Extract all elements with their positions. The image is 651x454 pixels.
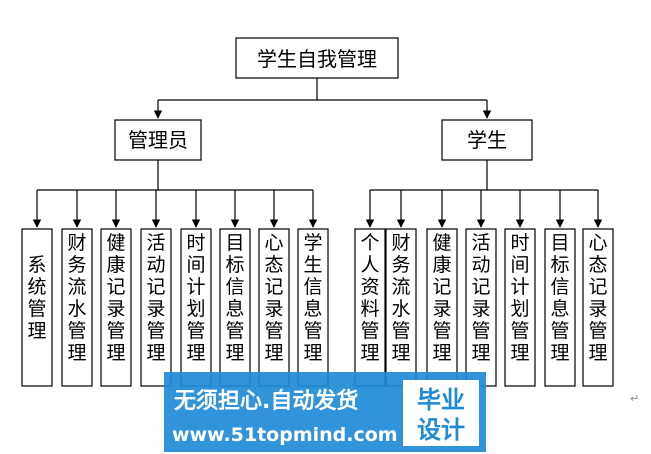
leaf-label: 系统管理 (27, 254, 46, 342)
leaf-node-admin-6: 心态记录管理 (258, 228, 290, 387)
leaf-node-student-6: 心态记录管理 (582, 228, 614, 387)
leaf-node-student-1: 财务流水管理 (385, 228, 417, 387)
leaf-label: 学生信息管理 (303, 232, 322, 364)
leaf-box (61, 228, 93, 387)
leaf-box (504, 228, 536, 387)
leaf-label: 财务流水管理 (391, 232, 410, 364)
leaf-label: 时间计划管理 (186, 232, 205, 364)
leaf-box (258, 228, 290, 387)
leaf-node-admin-0: 系统管理 (21, 228, 53, 387)
leaf-box (21, 228, 53, 387)
leaf-box (219, 228, 251, 387)
leaf-label: 健康记录管理 (432, 232, 451, 364)
branch-node-admin: 管理员 (114, 119, 202, 161)
connector-lines (32, 78, 603, 228)
leaf-box (140, 228, 172, 387)
root-label: 学生自我管理 (257, 47, 377, 71)
leaf-node-student-0: 个人资料管理 (354, 228, 386, 387)
branch-node-student: 学生 (441, 119, 533, 161)
paragraph-mark: ↵ (630, 392, 640, 405)
leaf-box (544, 228, 576, 387)
leaf-box (297, 228, 329, 387)
branch-label-admin: 管理员 (128, 128, 188, 152)
branch-label-student: 学生 (467, 128, 507, 152)
leaf-node-admin-4: 时间计划管理 (180, 228, 212, 387)
leaf-node-admin-1: 财务流水管理 (61, 228, 93, 387)
leaf-label: 目标信息管理 (225, 232, 244, 364)
leaf-node-student-5: 目标信息管理 (544, 228, 576, 387)
leaf-box (465, 228, 497, 387)
leaf-box (582, 228, 614, 387)
leaf-node-admin-2: 健康记录管理 (100, 228, 132, 387)
watermark-badge-line2: 设计 (417, 416, 465, 444)
leaf-node-student-3: 活动记录管理 (465, 228, 497, 387)
leaf-node-admin-5: 目标信息管理 (219, 228, 251, 387)
watermark-line2: www.51topmind.com (172, 424, 398, 446)
leaf-nodes: 系统管理财务流水管理健康记录管理活动记录管理时间计划管理目标信息管理心态记录管理… (21, 228, 614, 387)
leaf-label: 财务流水管理 (67, 232, 86, 364)
leaf-label: 目标信息管理 (550, 232, 569, 364)
watermark-line1: 无须担心.自动发货 (174, 388, 358, 414)
leaf-box (354, 228, 386, 387)
leaf-label: 心态记录管理 (588, 232, 607, 364)
watermark: 无须担心.自动发货 www.51topmind.com 毕业 设计 (164, 372, 486, 452)
leaf-node-admin-7: 学生信息管理 (297, 228, 329, 387)
leaf-box (100, 228, 132, 387)
leaf-label: 时间计划管理 (510, 232, 529, 364)
leaf-label: 活动记录管理 (471, 232, 490, 364)
leaf-label: 心态记录管理 (264, 232, 283, 364)
leaf-label: 个人资料管理 (360, 232, 379, 364)
leaf-node-student-2: 健康记录管理 (426, 228, 458, 387)
leaf-label: 健康记录管理 (106, 232, 125, 364)
watermark-badge-line1: 毕业 (417, 386, 465, 414)
leaf-node-student-4: 时间计划管理 (504, 228, 536, 387)
leaf-label: 活动记录管理 (146, 232, 165, 364)
leaf-node-admin-3: 活动记录管理 (140, 228, 172, 387)
root-node: 学生自我管理 (235, 37, 399, 79)
